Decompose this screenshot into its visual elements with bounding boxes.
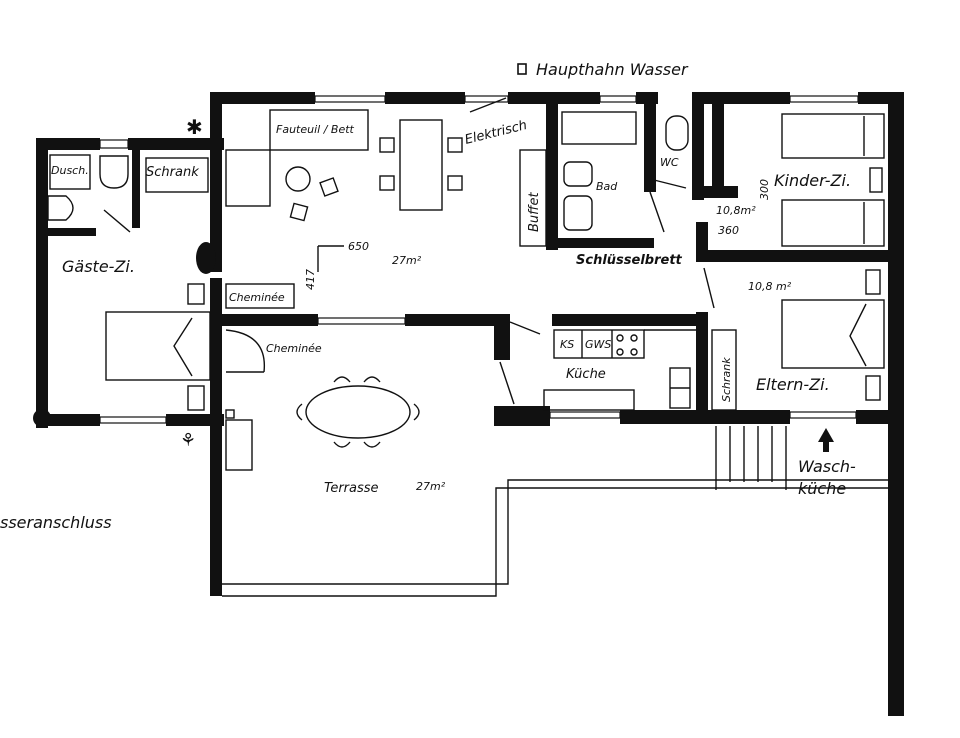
shower-label: Dusch.: [51, 164, 89, 177]
valve-icon: [517, 63, 527, 75]
dishwasher-label: GWS: [585, 338, 611, 351]
fridge-label: KS: [560, 338, 574, 351]
arrow-up-icon: [818, 428, 834, 452]
terrace-area-label: 27m²: [416, 480, 446, 493]
windows: [99, 95, 859, 424]
living-area-label: 27m²: [392, 254, 422, 267]
doors: [103, 97, 715, 405]
children-area-label: 10,8m²: [716, 204, 756, 217]
bath-label: Bad: [596, 180, 618, 193]
furniture: [47, 109, 888, 597]
markers: ✱ ⚘: [180, 63, 834, 452]
terrace-label: Terrasse: [324, 481, 379, 496]
laundry-label-line1: Wasch-: [798, 457, 856, 476]
dim-650-label: 650: [348, 240, 369, 253]
guest-wardrobe-label: Schrank: [146, 165, 199, 180]
labels: Haupthahn Wasser Elektrisch sseranschlus…: [0, 60, 856, 532]
fireplace-indoor-label: Cheminée: [229, 291, 285, 304]
tap-icon: ⚘: [180, 430, 196, 451]
wc-label: WC: [660, 156, 679, 169]
armchair-bed-label: Fauteuil / Bett: [276, 123, 355, 136]
parents-room-label: Eltern-Zi.: [756, 375, 830, 394]
dim-300-label: 300: [758, 179, 771, 200]
kitchen-label: Küche: [566, 367, 606, 382]
electrical-label: Elektrisch: [463, 118, 528, 148]
parents-wardrobe-label: Schrank: [720, 357, 733, 402]
walls: [33, 92, 904, 716]
fireplace-outdoor-label: Cheminée: [266, 342, 322, 355]
guest-room-label: Gäste-Zi.: [62, 257, 135, 276]
main-water-valve-label: Haupthahn Wasser: [536, 60, 689, 79]
dim-417-label: 417: [304, 269, 317, 290]
buffet-label: Buffet: [527, 191, 542, 232]
parents-area-label: 10,8 m²: [748, 280, 792, 293]
water-connection-label: sseranschluss: [0, 513, 112, 532]
dim-360-label: 360: [718, 224, 739, 237]
laundry-label-line2: küche: [798, 479, 846, 498]
key-board-label: Schlüsselbrett: [576, 253, 683, 268]
children-room-label: Kinder-Zi.: [774, 171, 851, 190]
star-icon: ✱: [186, 115, 203, 139]
